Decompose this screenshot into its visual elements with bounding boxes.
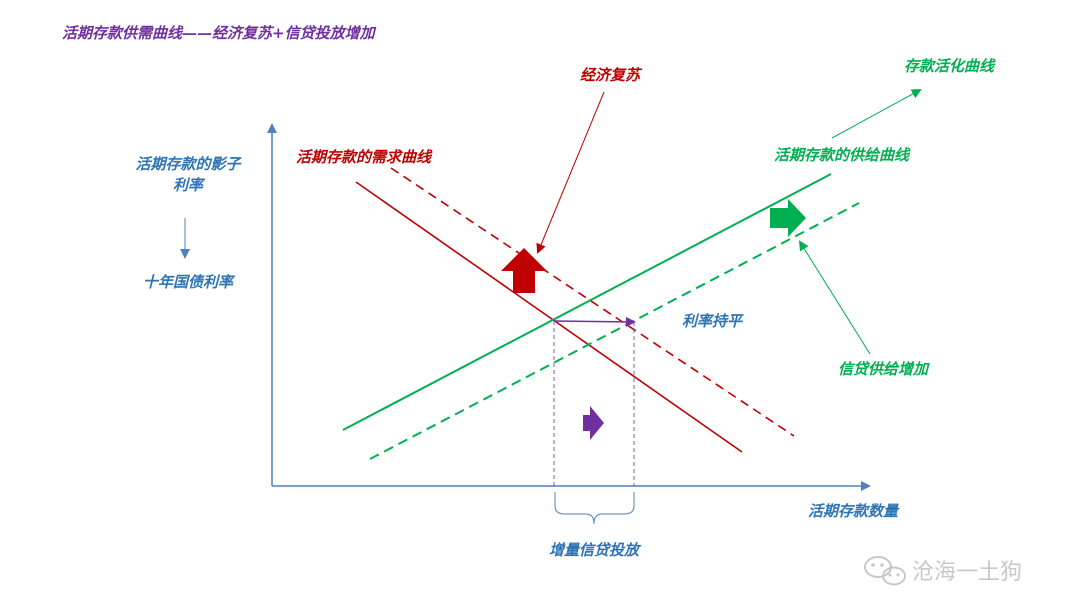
- supply-curve-shifted: [369, 202, 860, 460]
- equilibrium-shift-arrow: [553, 316, 636, 327]
- x-axis-label: 活期存款数量: [808, 502, 900, 520]
- economic-recovery-label: 经济复苏: [580, 66, 643, 84]
- demand-curve: [355, 181, 743, 453]
- wechat-icon: [864, 556, 906, 586]
- y-axis-label-line2: 利率: [173, 176, 206, 194]
- supply-shift-right-arrow: [770, 199, 806, 237]
- watermark: 沧海一土狗: [864, 556, 1022, 586]
- quantity-increase-arrow: [583, 406, 604, 440]
- credit-supply-increase-label: 信贷供给增加: [838, 360, 930, 378]
- incremental-credit-bracket: [554, 492, 635, 525]
- demand-curve-label: 活期存款的需求曲线: [296, 148, 433, 166]
- diagram-title: 活期存款供需曲线——经济复苏+信贷投放增加: [62, 24, 377, 42]
- demand-shift-up-arrow: [501, 248, 547, 293]
- incremental-credit-label: 增量信贷投放: [549, 541, 642, 559]
- watermark-text: 沧海一土狗: [912, 560, 1022, 585]
- rate-flat-label: 利率持平: [682, 312, 744, 330]
- supply-curve-label: 活期存款的供给曲线: [774, 146, 911, 164]
- y-axis-label-line1: 活期存款的影子: [135, 155, 242, 173]
- economic-recovery-pointer: [536, 91, 605, 254]
- demand-curve-shifted: [390, 167, 795, 437]
- deposit-activation-pointer: [831, 89, 922, 139]
- y-axis-proxy-label: 十年国债利率: [143, 273, 236, 291]
- supply-curve: [342, 173, 832, 431]
- deposit-activation-label: 存款活化曲线: [904, 57, 996, 75]
- credit-supply-pointer: [798, 240, 871, 355]
